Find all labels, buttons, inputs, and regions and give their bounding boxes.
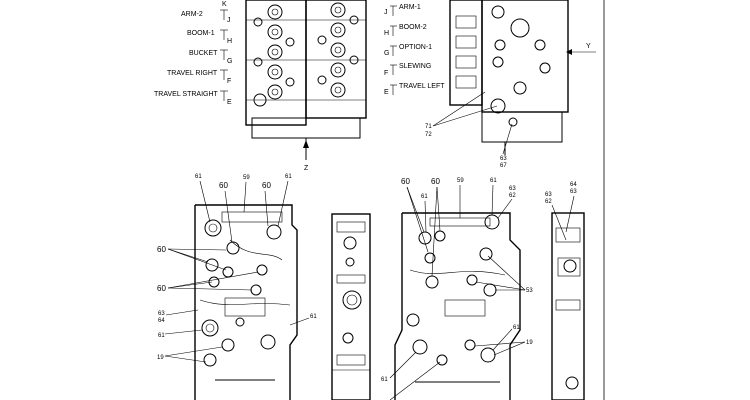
label-61-c: 61 [158,333,165,339]
top-left-valve: K ARM-2 J BOOM-1 H BUCKET G TRAVEL RIGHT… [154,0,367,172]
label-64-side: 64 [570,182,577,188]
label-60-b: 60 [262,181,271,190]
label-z: Z [304,165,309,172]
label-e-left: E [227,99,232,106]
label-boom2: BOOM-2 [399,24,427,31]
center-side-view [331,213,371,400]
label-62-right: 62 [509,193,516,199]
label-h-right: H [384,30,389,37]
label-53: 53 [526,288,533,294]
label-g-left: G [227,58,232,65]
label-72: 72 [425,132,432,138]
label-travel-right: TRAVEL RIGHT [167,70,218,77]
label-bucket: BUCKET [189,50,218,57]
label-f-right: F [384,70,388,77]
label-59-left: 59 [243,175,250,181]
label-63-right: 63 [509,186,516,192]
label-arm2: ARM-2 [181,11,203,18]
label-63-side: 63 [545,192,552,198]
label-64-left: 64 [158,318,165,324]
label-63b-side: 63 [570,189,577,195]
label-60-r-a: 60 [401,177,410,186]
label-j-left: J [227,17,231,24]
label-arm1: ARM-1 [399,4,421,11]
label-travel-left: TRAVEL LEFT [399,83,445,90]
label-61-d: 61 [310,314,317,320]
label-f-left: F [227,78,231,85]
bottom-left-valve-face: 61 60 59 60 61 60 60 63 64 61 61 19 [157,174,317,400]
label-61-r-a: 61 [421,194,428,200]
label-g-right: G [384,50,389,57]
label-71: 71 [425,124,432,130]
label-61-r-d: 61 [381,377,388,383]
bottom-right-valve-face: 60 60 61 59 61 63 62 53 61 19 61 [381,177,533,400]
label-62-side: 62 [545,199,552,205]
top-right-valve: Y J ARM-1 H BOOM-2 G OPTION-1 F SLEWING … [384,0,596,169]
far-right-side-view: 63 62 64 63 [545,182,585,400]
label-60-d: 60 [157,284,166,293]
label-h-left: H [227,38,232,45]
label-option1: OPTION-1 [399,44,432,51]
label-19-left: 19 [157,355,164,361]
label-19-right: 19 [526,340,533,346]
label-travel-straight: TRAVEL STRAIGHT [154,91,219,98]
label-61-r-c: 61 [513,325,520,331]
label-63-top: 63 [500,156,507,162]
label-slewing: SLEWING [399,63,431,70]
label-k: K [222,1,227,8]
label-61-a: 61 [195,174,202,180]
label-60-r-b: 60 [431,177,440,186]
label-67: 67 [500,163,507,169]
label-63-left: 63 [158,311,165,317]
label-y: Y [586,43,591,50]
label-60-c: 60 [157,245,166,254]
label-e-right: E [384,89,389,96]
label-j-right: J [384,9,388,16]
label-60-a: 60 [219,181,228,190]
label-boom1: BOOM-1 [187,30,215,37]
label-59-right: 59 [457,178,464,184]
label-61-r-b: 61 [490,178,497,184]
label-61-b: 61 [285,174,292,180]
